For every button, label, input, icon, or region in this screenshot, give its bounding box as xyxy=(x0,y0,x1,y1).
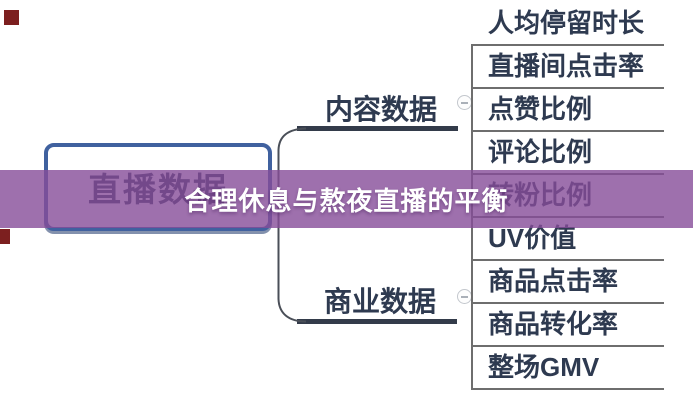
leaf-node[interactable]: UV价值 xyxy=(471,218,664,261)
collapse-toggle-content-icon[interactable] xyxy=(457,95,472,110)
watermark-caption: 合理休息与熬夜直播的平衡 xyxy=(184,185,509,216)
collapse-toggle-business-icon[interactable] xyxy=(457,289,472,304)
leaf-node[interactable]: 人均停留时长 xyxy=(471,3,664,46)
minus-icon xyxy=(461,295,468,298)
red-marker-left-edge xyxy=(0,229,10,244)
branch-node-content-data[interactable]: 内容数据 xyxy=(324,94,437,125)
leaf-node[interactable]: 商品转化率 xyxy=(471,304,664,347)
watermark-band: 合理休息与熬夜直播的平衡 xyxy=(0,170,693,228)
minus-icon xyxy=(461,101,468,104)
leaf-node[interactable]: 直播间点击率 xyxy=(471,46,664,89)
red-marker-top-left xyxy=(4,10,19,25)
branch-node-business-data[interactable]: 商业数据 xyxy=(323,286,436,317)
leaf-node[interactable]: 评论比例 xyxy=(471,132,664,175)
leaf-node[interactable]: 整场GMV xyxy=(471,347,664,390)
leaf-node[interactable]: 点赞比例 xyxy=(471,89,664,132)
leaf-node[interactable]: 商品点击率 xyxy=(471,261,664,304)
